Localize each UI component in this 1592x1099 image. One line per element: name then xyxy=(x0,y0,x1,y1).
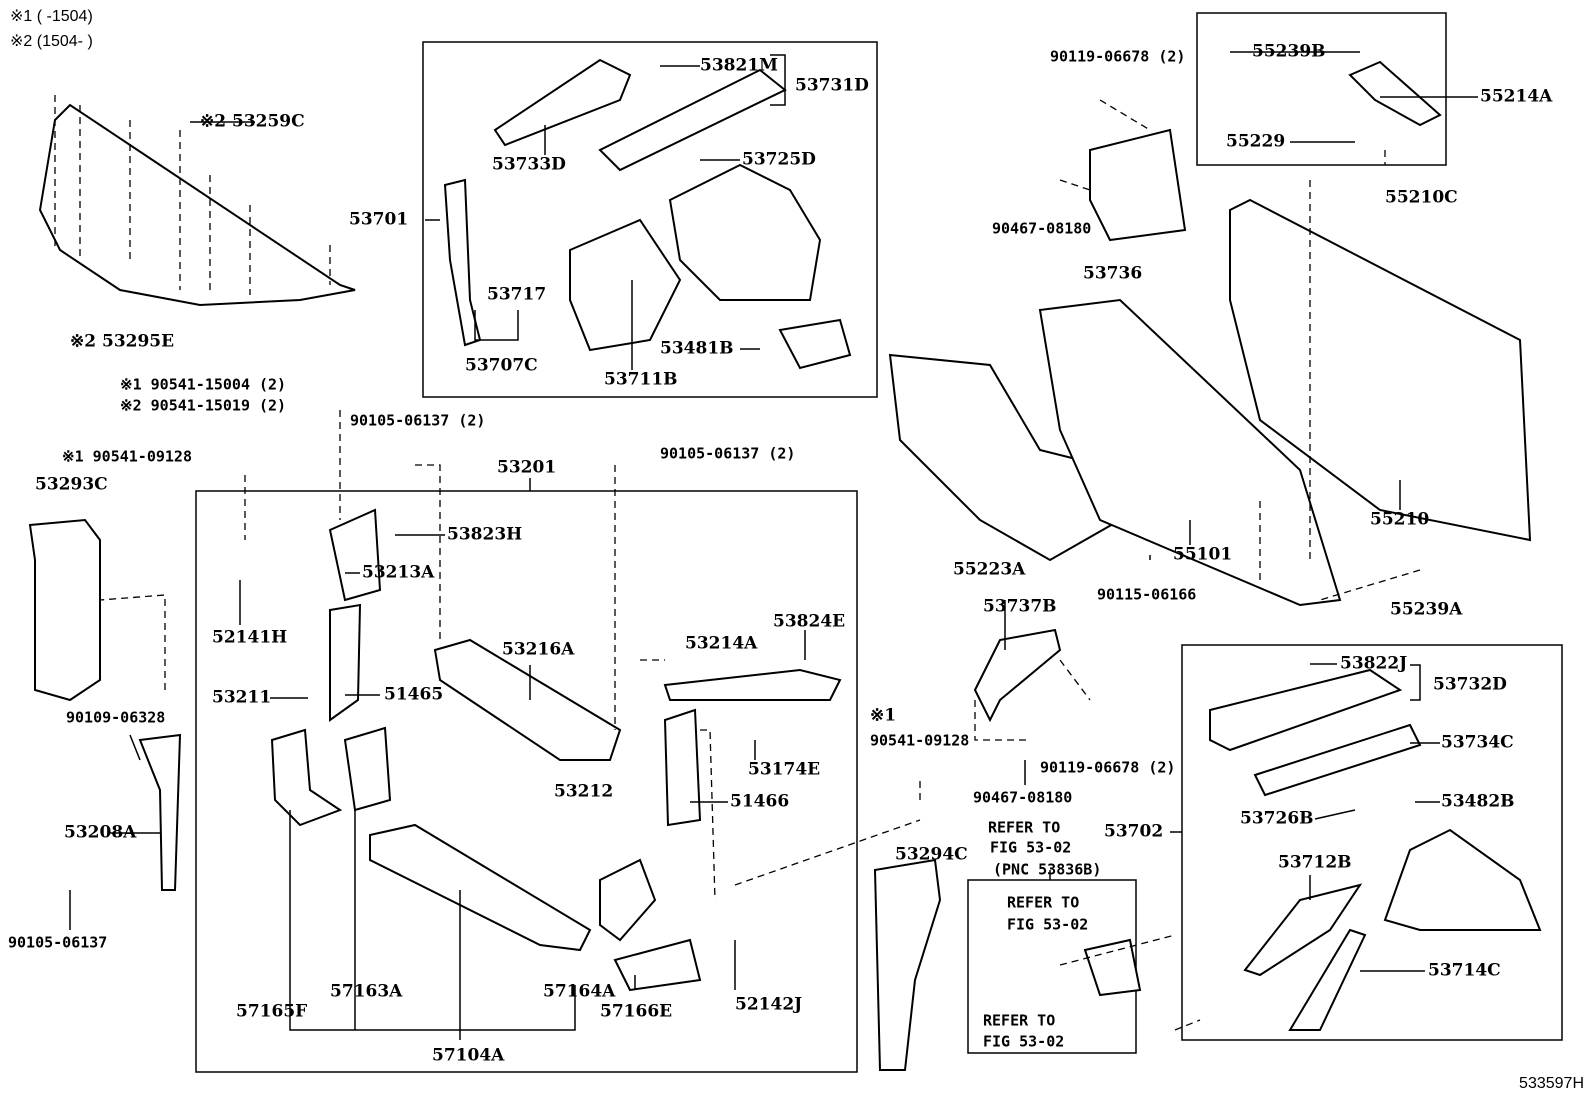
part-label: 53717 xyxy=(487,285,546,305)
refer-note: FIG 53-02 xyxy=(990,839,1071,857)
part-label: 55223A xyxy=(953,560,1026,580)
refer-note: REFER TO xyxy=(983,1012,1055,1030)
part-label: 57165F xyxy=(236,1002,307,1022)
part-label: ※1 xyxy=(870,706,896,726)
part-label: 57166E xyxy=(600,1002,672,1022)
part-label: 53714C xyxy=(1428,961,1501,981)
part-label: 52142J xyxy=(735,995,802,1015)
part-label: 55229 xyxy=(1226,132,1285,152)
part-label: 53733D xyxy=(492,155,566,175)
part-label: 53213A xyxy=(362,563,435,583)
part-label: 53726B xyxy=(1240,809,1314,829)
part-label: 57104A xyxy=(432,1046,505,1066)
part-label: 57164A xyxy=(543,982,616,1002)
part-label: 90119-06678 (2) xyxy=(1050,48,1185,66)
part-label: 51466 xyxy=(730,792,789,812)
part-label: 53712B xyxy=(1278,853,1352,873)
part-label: 53824E xyxy=(773,612,845,632)
part-shapes xyxy=(28,58,1542,1071)
part-label: 53481B xyxy=(660,339,734,359)
part-label: ※1 90541-15004 (2) xyxy=(120,376,286,394)
legend-note-n1: ※1 ( -1504) xyxy=(10,8,93,25)
part-label: 53822J xyxy=(1340,654,1407,674)
part-label: 53294C xyxy=(895,845,968,865)
part-label: ※1 90541-09128 xyxy=(62,448,192,466)
refer-note: REFER TO xyxy=(1007,894,1079,912)
part-label: 90467-08180 xyxy=(973,789,1072,807)
part-label: 90119-06678 (2) xyxy=(1040,759,1175,777)
part-label: ※2 90541-15019 (2) xyxy=(120,397,286,415)
part-label: 53701 xyxy=(349,210,408,230)
part-label: 53731D xyxy=(795,76,869,96)
part-label: 53174E xyxy=(748,760,820,780)
part-label: 53725D xyxy=(742,150,816,170)
part-label: 53823H xyxy=(447,525,522,545)
part-label: 53734C xyxy=(1441,733,1514,753)
part-label: ※2 53295E xyxy=(70,332,174,352)
part-label: 55239B xyxy=(1252,42,1326,62)
part-label: 90105-06137 xyxy=(8,934,107,952)
part-label: 55101 xyxy=(1173,545,1232,565)
part-label: 55210C xyxy=(1385,188,1458,208)
part-label: 53711B xyxy=(604,370,678,390)
dashed-lines xyxy=(54,95,1421,1031)
part-label: 53293C xyxy=(35,475,108,495)
group-box-53201 xyxy=(195,490,858,1073)
part-label: 51465 xyxy=(384,685,443,705)
part-label: 53482B xyxy=(1441,792,1515,812)
part-label: 57163A xyxy=(330,982,403,1002)
figure-number: 533597H xyxy=(1519,1075,1584,1092)
part-label: 53736 xyxy=(1083,264,1142,284)
part-label: 90115-06166 xyxy=(1097,586,1196,604)
leader-lines xyxy=(69,51,1478,1040)
part-label: 53211 xyxy=(212,688,271,708)
legend-note-n2: ※2 (1504- ) xyxy=(10,33,93,50)
part-label: ※2 53259C xyxy=(200,112,305,132)
part-label: 90105-06137 (2) xyxy=(350,412,485,430)
refer-note: (PNC 53836B) xyxy=(993,861,1101,879)
part-label: 55214A xyxy=(1480,87,1553,107)
part-label: 53216A xyxy=(502,640,575,660)
part-label: 53702 xyxy=(1104,822,1163,842)
part-label: 53201 xyxy=(497,458,556,478)
part-label: 52141H xyxy=(212,628,287,648)
part-label: 90541-09128 xyxy=(870,732,969,750)
part-label: 55210 xyxy=(1370,510,1429,530)
part-label: 53732D xyxy=(1433,675,1507,695)
part-label: 53214A xyxy=(685,634,758,654)
part-label: 53707C xyxy=(465,356,538,376)
refer-note: FIG 53-02 xyxy=(1007,916,1088,934)
part-label: 90467-08180 xyxy=(992,220,1091,238)
part-labels: ※1 ( -1504) ※2 (1504- ) ※2 53259C ※2 53295E… xyxy=(8,8,1553,1065)
group-box-53702 xyxy=(1181,644,1563,1041)
refer-note: FIG 53-02 xyxy=(983,1033,1064,1051)
refer-note: REFER TO xyxy=(988,819,1060,837)
part-label: 55239A xyxy=(1390,600,1463,620)
part-label: 90105-06137 (2) xyxy=(660,445,795,463)
group-box-55214A xyxy=(1196,12,1447,166)
group-box-53701 xyxy=(422,41,878,398)
part-label: 53737B xyxy=(983,597,1057,617)
part-label: 53212 xyxy=(554,782,613,802)
part-label: 53208A xyxy=(64,823,137,843)
part-label: 53821M xyxy=(700,56,778,76)
part-label: 90109-06328 xyxy=(66,709,165,727)
